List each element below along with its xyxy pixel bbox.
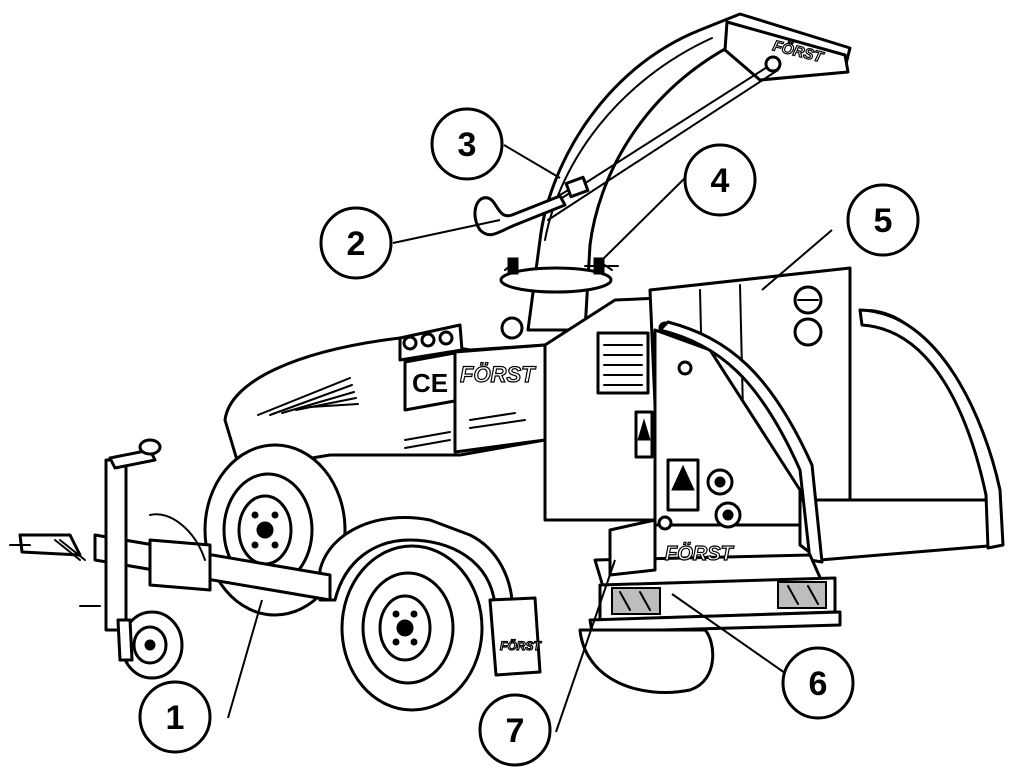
callout-1: 1 [138,680,212,754]
warning-label-lines [603,344,643,386]
leader-lines [227,144,833,733]
hood-vents [257,377,359,416]
callout-2: 2 [319,206,393,280]
mudflap-brand-text: FÖRST [500,638,542,653]
rear-lights [611,581,827,615]
ce-mark: CE [412,368,448,398]
callout-3: 3 [430,107,504,181]
infeed-table [658,308,1005,564]
drawbar [9,438,332,680]
discharge-chute: FÖRST [473,12,852,340]
callout-6-label: 6 [809,665,828,703]
callout-6: 6 [781,646,855,720]
engine-housing: CE FÖRST [223,323,547,472]
frame-brand-text: FÖRST [665,542,735,565]
body-brand-text: FÖRST [460,362,536,387]
callout-1-label: 1 [166,699,185,737]
infeed-housing [543,266,852,529]
main-wheel: FÖRST [318,515,543,712]
callout-4: 4 [683,143,757,217]
callout-5: 5 [846,183,920,257]
callout-3-label: 3 [458,126,477,164]
rear-wheel [578,628,715,694]
callout-4-label: 4 [711,162,730,200]
callout-7-label: 7 [506,712,525,750]
callout-5-label: 5 [874,202,893,240]
callout-2-label: 2 [347,225,366,263]
callout-7: 7 [478,693,552,767]
chassis: FÖRST [588,515,842,634]
